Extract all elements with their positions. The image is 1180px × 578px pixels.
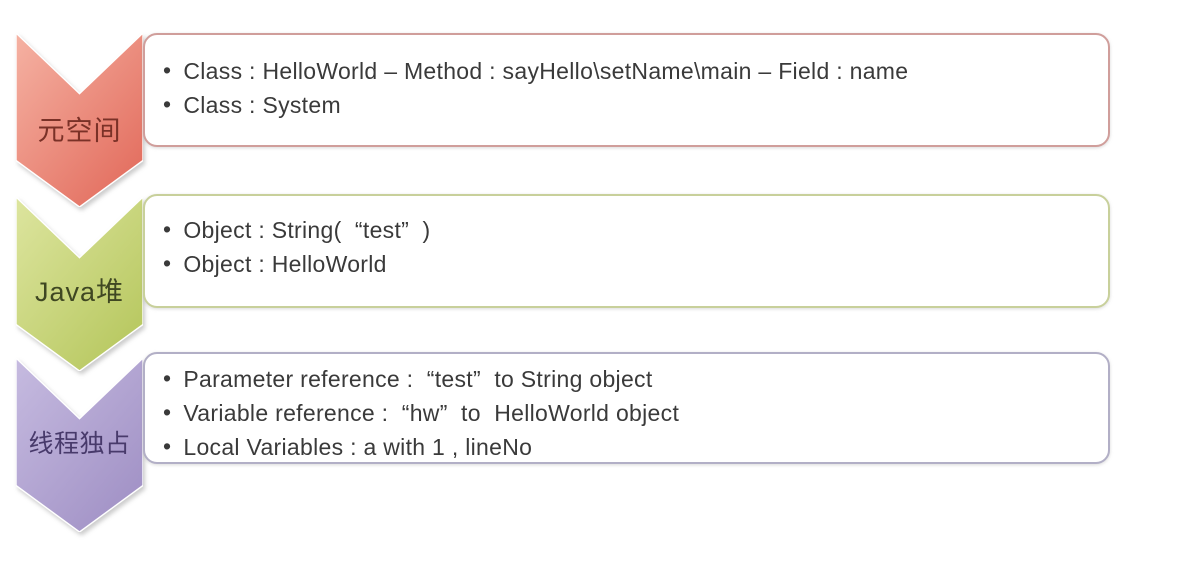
chevron-down-arrow: 线程独占 (16, 358, 143, 532)
bullet-item: Object : HelloWorld (163, 247, 1098, 281)
bullet-list: Parameter reference : “test” to String o… (145, 354, 1108, 464)
bullet-item: Variable reference : “hw” to HelloWorld … (163, 396, 1098, 430)
bullet-list: Object : String( “test” )Object : HelloW… (145, 196, 1108, 281)
chevron-label: 元空间 (37, 116, 122, 146)
bullet-item: Parameter reference : “test” to String o… (163, 362, 1098, 396)
content-box: Class : HelloWorld – Method : sayHello\s… (143, 33, 1110, 147)
chevron-label: 线程独占 (28, 430, 131, 458)
bullet-list: Class : HelloWorld – Method : sayHello\s… (145, 35, 1108, 122)
chevron-down-arrow: 元空间 (16, 33, 143, 207)
chevron-down-icon (16, 197, 143, 371)
bullet-item: Class : HelloWorld – Method : sayHello\s… (163, 54, 1098, 88)
bullet-item: Local Variables : a with 1 , lineNo (163, 430, 1098, 464)
chevron-down-icon (16, 33, 143, 207)
bullet-item: Class : System (163, 88, 1098, 122)
chevron-down-arrow: Java堆 (16, 197, 143, 371)
chevron-down-icon (16, 358, 143, 532)
content-box: Parameter reference : “test” to String o… (143, 352, 1110, 464)
bullet-item: Object : String( “test” ) (163, 213, 1098, 247)
chevron-label: Java堆 (34, 277, 125, 307)
content-box: Object : String( “test” )Object : HelloW… (143, 194, 1110, 308)
